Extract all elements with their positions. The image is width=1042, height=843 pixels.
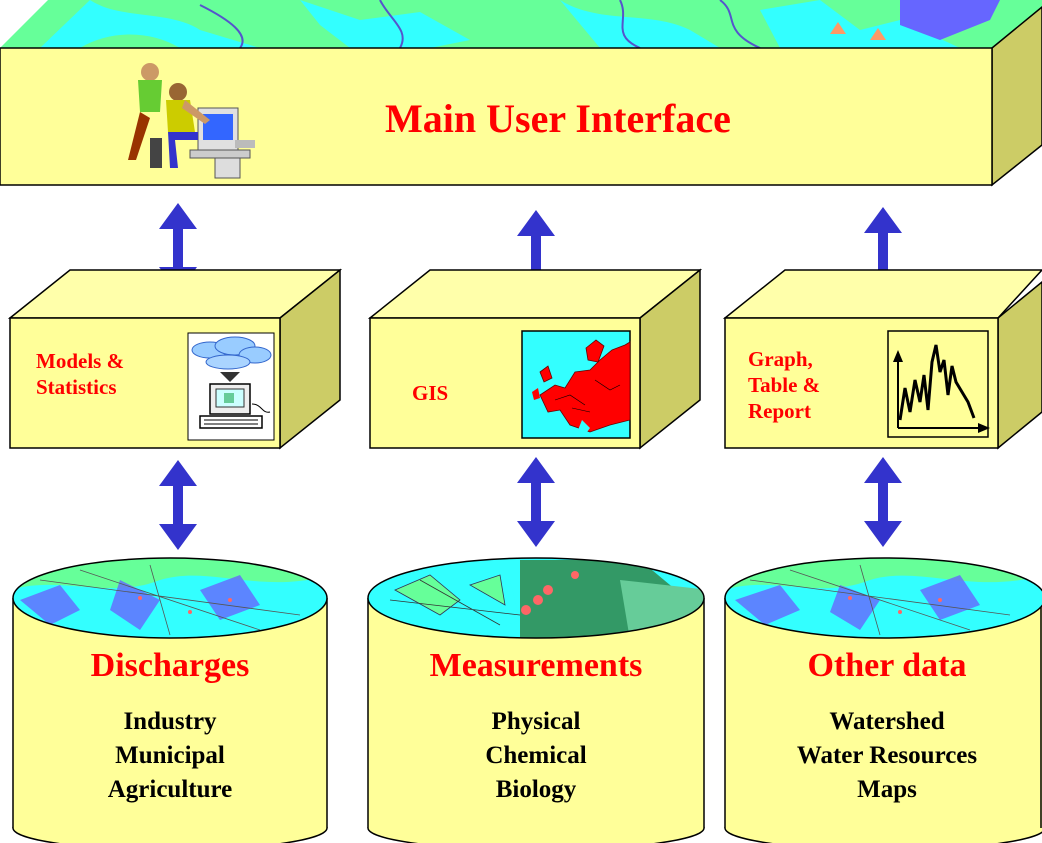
module-label-line: Graph, [748,347,813,371]
main-interface-title: Main User Interface [385,96,731,141]
module-label-graph: Graph, Table & Report [748,346,820,424]
double-arrow-4 [159,460,197,550]
database-item: Watershed [829,708,945,735]
measurements-database [367,557,705,843]
double-arrow-6 [864,457,902,547]
database-items-other: Watershed Water Resources Maps [727,705,1042,807]
main-interface-box [0,0,1042,187]
database-item: Biology [495,776,577,803]
module-label-line: Models & [36,349,125,373]
database-item: Physical [491,708,581,735]
database-items-discharges: Industry Municipal Agriculture [10,705,330,807]
database-item: Municipal [115,742,225,769]
database-item: Industry [123,708,217,735]
other-data-database [724,557,1042,843]
module-label-line: Report [748,399,811,423]
database-title-measurements: Measurements [429,647,643,684]
database-item: Water Resources [796,742,978,769]
line-graph-icon [887,330,990,438]
europe-map-icon [521,330,631,439]
discharges-database [12,557,328,843]
module-label-line: GIS [412,381,449,405]
database-item: Maps [857,776,917,803]
main-box-map-top [0,0,1042,48]
database-items-measurements: Physical Chemical Biology [376,705,696,807]
double-arrow-5 [517,457,555,547]
computer-weather-icon [187,332,275,441]
database-title-other: Other data [807,647,967,684]
module-label-line: Table & [748,373,821,397]
people-at-computer-icon [128,63,255,179]
module-label-gis: GIS [412,380,448,406]
database-item: Agriculture [107,776,233,803]
database-title-discharges: Discharges [90,647,250,684]
module-label-line: Statistics [36,375,117,399]
module-label-models: Models & Statistics [36,348,124,400]
database-item: Chemical [485,742,587,769]
